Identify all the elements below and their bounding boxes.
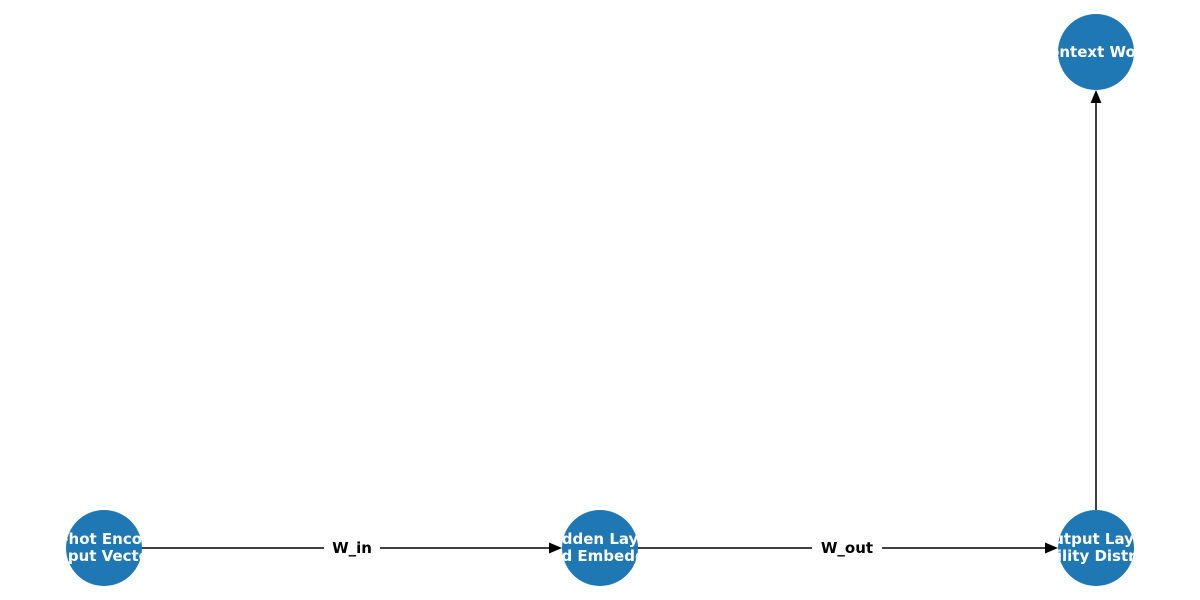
node-label-line-1: One-hot Encoding: [29, 530, 180, 548]
node-label-line-1: Hidden Layer: [544, 530, 656, 548]
node-label-line-1: Context Word: [1038, 43, 1154, 61]
arrowhead-icon: [1090, 90, 1102, 103]
edge-output-to-context: [1090, 90, 1102, 510]
edge-label-background: [324, 536, 380, 560]
edge-label-background: [812, 536, 882, 560]
node-label-line-2: Input Vector: [52, 547, 157, 565]
node-circle: [562, 510, 638, 586]
node-hidden: Hidden Layer Word Embedding: [528, 510, 673, 586]
arrowhead-icon: [549, 542, 562, 554]
node-output: Output Layer Probability Distribution: [997, 510, 1196, 586]
node-circle: [1058, 510, 1134, 586]
arrowhead-icon: [1045, 542, 1058, 554]
edge-hidden-to-output: W_out: [638, 536, 1058, 560]
node-input: One-hot Encoding Input Vector: [29, 510, 180, 586]
node-circle: [66, 510, 142, 586]
edge-input-to-hidden: W_in: [142, 536, 562, 560]
node-label-line-2: Word Embedding: [528, 547, 673, 565]
node-circle: [1058, 14, 1134, 90]
edge-label-w-out: W_out: [821, 539, 873, 557]
edge-label-w-in: W_in: [332, 539, 372, 557]
node-context: Context Word: [1038, 14, 1154, 90]
node-label-line-1: Output Layer: [1041, 530, 1153, 548]
node-label-line-2: Probability Distribution: [997, 547, 1196, 565]
